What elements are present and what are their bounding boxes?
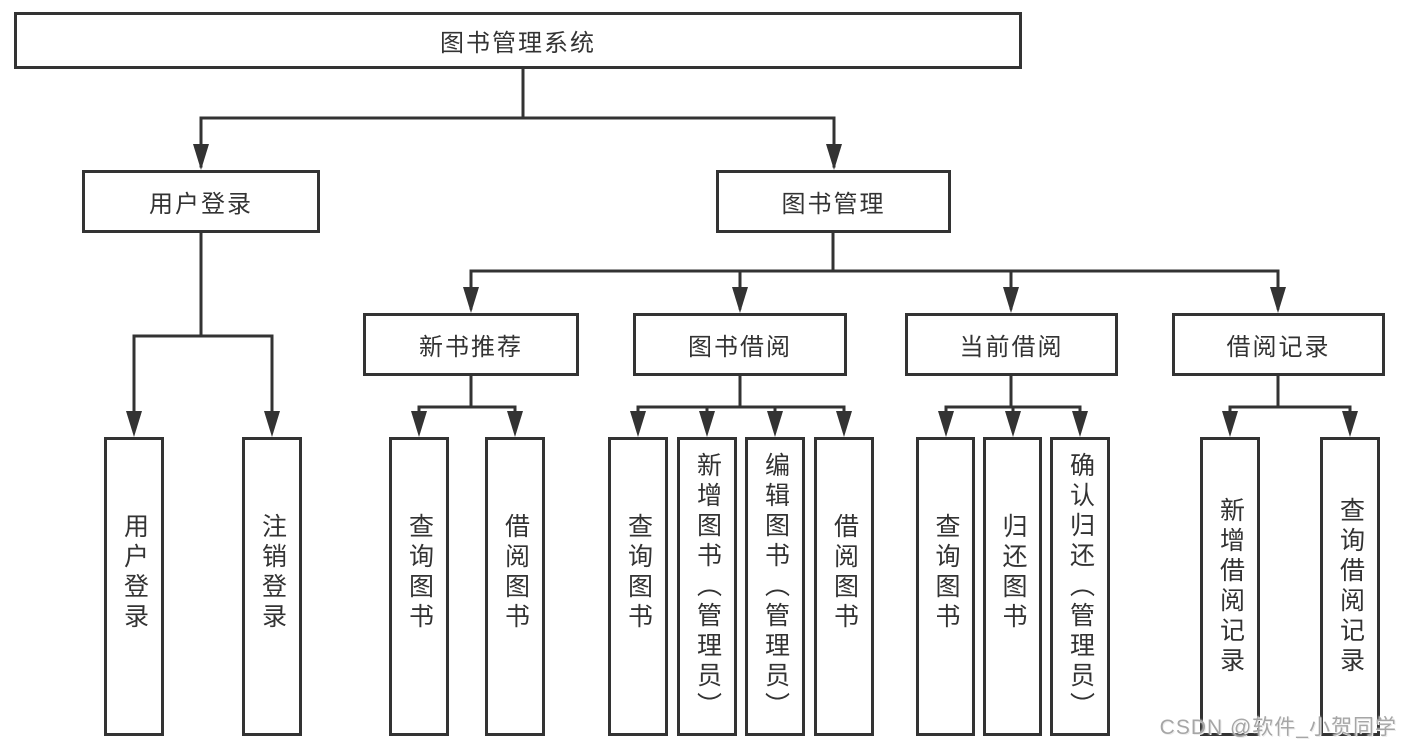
leaf-confirm-return-admin-label: 确认归还（管理员）: [1066, 451, 1095, 722]
leaf-query-books-borrow-label: 查询图书: [624, 512, 653, 633]
leaf-query-books-recommend-label: 查询图书: [405, 512, 434, 633]
node-root: 图书管理系统: [14, 12, 1022, 69]
leaf-logout-label: 注销登录: [258, 512, 287, 633]
node-new-book-recommend-label: 新书推荐: [419, 334, 523, 361]
node-current-borrow: 当前借阅: [905, 313, 1118, 376]
csdn-watermark: CSDN @软件_小贺同学: [1159, 716, 1397, 739]
node-root-label: 图书管理系统: [440, 30, 596, 57]
node-book-management: 图书管理: [716, 170, 951, 233]
leaf-logout: 注销登录: [242, 437, 302, 736]
leaf-borrow-books-recommend-label: 借阅图书: [501, 512, 530, 633]
node-current-borrow-label: 当前借阅: [959, 334, 1064, 361]
edge-borrow-records-to-leaves: [1228, 374, 1352, 433]
leaf-edit-book-admin-label: 编辑图书（管理员）: [761, 451, 790, 722]
leaf-query-borrow-record-label: 查询借阅记录: [1336, 496, 1365, 677]
node-borrow-records-label: 借阅记录: [1226, 334, 1331, 361]
node-user-login-label: 用户登录: [149, 191, 253, 218]
leaf-return-book: 归还图书: [983, 437, 1042, 736]
edge-user-login-to-leaves: [132, 231, 274, 433]
leaf-return-book-label: 归还图书: [999, 512, 1027, 633]
leaf-add-borrow-record-label: 新增借阅记录: [1216, 496, 1245, 677]
node-user-login: 用户登录: [82, 170, 320, 233]
edge-book-management-to-groups: [469, 231, 1280, 310]
leaf-borrow-books-recommend: 借阅图书: [485, 437, 545, 736]
leaf-query-books-current: 查询图书: [916, 437, 975, 736]
leaf-query-books-recommend: 查询图书: [389, 437, 449, 736]
leaf-borrow-books: 借阅图书: [814, 437, 874, 736]
leaf-add-book-admin-label: 新增图书（管理员）: [693, 451, 722, 722]
node-borrow-records: 借阅记录: [1172, 313, 1385, 376]
edge-new-book-recommend-to-leaves: [417, 374, 517, 433]
leaf-add-book-admin: 新增图书（管理员）: [677, 437, 737, 736]
leaf-borrow-books-label: 借阅图书: [830, 512, 859, 633]
leaf-query-books-borrow: 查询图书: [608, 437, 668, 736]
leaf-edit-book-admin: 编辑图书（管理员）: [745, 437, 805, 736]
edge-current-borrow-to-leaves: [944, 374, 1082, 433]
leaf-user-login: 用户登录: [104, 437, 164, 736]
edge-book-borrow-to-leaves: [636, 374, 846, 433]
leaf-user-login-label: 用户登录: [120, 512, 149, 633]
node-book-borrow: 图书借阅: [633, 313, 847, 376]
node-book-borrow-label: 图书借阅: [688, 334, 792, 361]
leaf-add-borrow-record: 新增借阅记录: [1200, 437, 1260, 736]
node-book-management-label: 图书管理: [781, 191, 886, 218]
leaf-query-books-current-label: 查询图书: [932, 512, 960, 633]
edge-root-to-level2: [199, 67, 836, 168]
leaf-confirm-return-admin: 确认归还（管理员）: [1050, 437, 1110, 736]
leaf-query-borrow-record: 查询借阅记录: [1320, 437, 1380, 736]
node-new-book-recommend: 新书推荐: [363, 313, 579, 376]
